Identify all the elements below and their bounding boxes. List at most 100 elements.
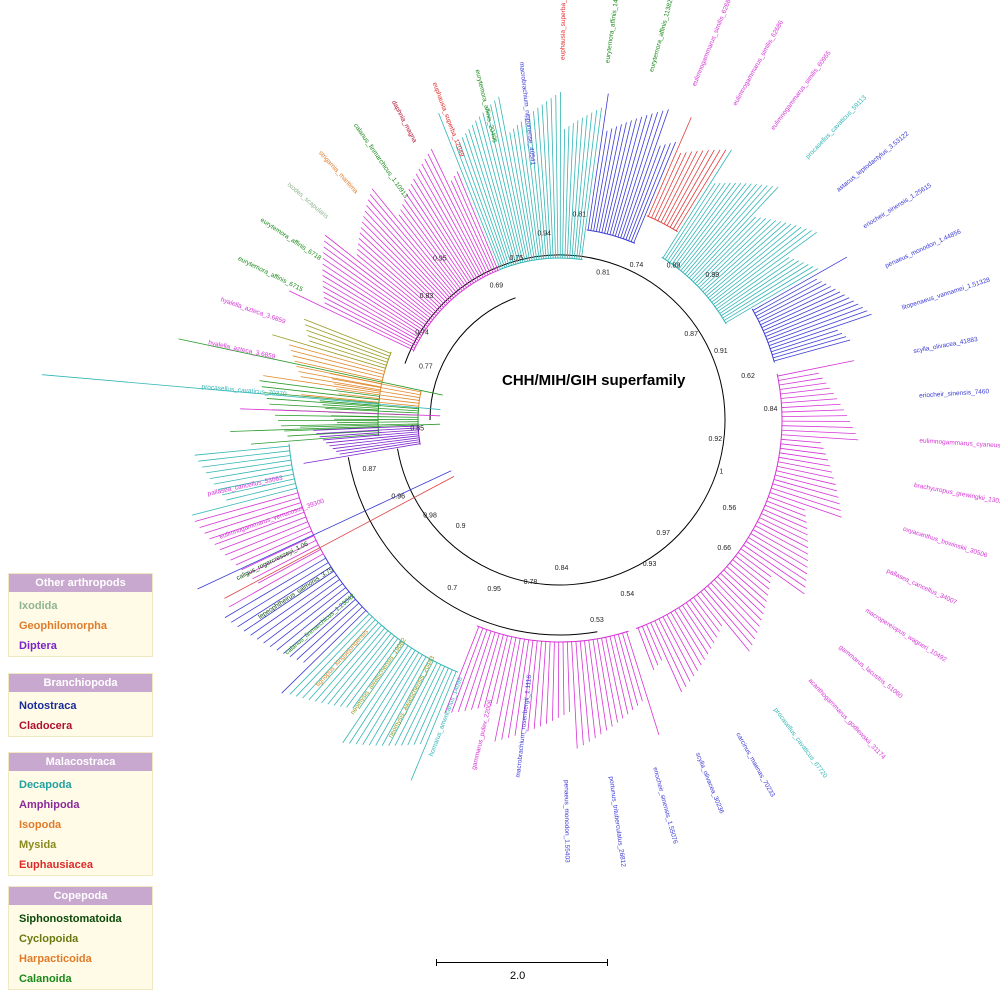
- tree-branch: [498, 96, 531, 261]
- node-support-label: 0.83: [420, 293, 434, 300]
- tree-branch: [388, 660, 434, 746]
- tree-branch: [690, 186, 779, 281]
- node-support-label: 0.95: [433, 255, 447, 262]
- tree-branch: [363, 216, 448, 304]
- tree-branch: [337, 421, 419, 424]
- legend-item-notostraca: Notostraca: [19, 700, 77, 712]
- tree-branch: [509, 132, 533, 261]
- tree-branch: [475, 120, 517, 265]
- leaf-label: strigamia_maritima: [317, 150, 359, 196]
- tree-branch: [263, 583, 343, 644]
- tree-branch: [555, 95, 559, 259]
- node-support-label: 0.56: [723, 505, 737, 512]
- tree-branch: [576, 112, 593, 259]
- tree-branch: [713, 230, 812, 305]
- leaf-label: scylla_olivacea_30236: [694, 752, 725, 816]
- tree-branch: [464, 630, 492, 711]
- tree-branch: [651, 152, 682, 218]
- node-support-label: 1: [719, 468, 723, 475]
- tree-branch: [723, 266, 814, 321]
- leaf-label: eulimnogammarus_cyaneus_58006: [919, 437, 1000, 450]
- tree-branch: [240, 408, 441, 417]
- tree-branch: [513, 128, 535, 261]
- tree-branch: [202, 455, 291, 468]
- tree-branch: [587, 93, 609, 231]
- tree-branch: [361, 221, 446, 306]
- tree-branch: [322, 269, 424, 334]
- tree-branch: [650, 622, 683, 693]
- tree-branch: [714, 231, 817, 307]
- tree-branch: [338, 393, 420, 404]
- node-support-label: 0.7: [447, 585, 457, 592]
- tree-branch: [779, 377, 823, 386]
- tree-branch: [698, 219, 772, 288]
- tree-branch: [406, 194, 470, 287]
- tree-branch: [424, 158, 486, 277]
- tree-branch: [662, 149, 732, 259]
- tree-branch: [633, 141, 676, 243]
- tree-branch: [199, 497, 300, 528]
- tree-branch: [359, 232, 442, 310]
- tree-branch: [358, 238, 441, 312]
- tree-branch: [678, 183, 747, 270]
- tree-branch: [763, 294, 845, 331]
- tree-branch: [369, 194, 457, 297]
- leaf-label: gammarus_pulex_22006: [471, 699, 495, 771]
- tree-branch: [225, 521, 308, 556]
- tree-branch: [769, 310, 868, 346]
- tree-branch: [773, 339, 851, 362]
- tree-branch: [779, 452, 829, 461]
- tree-branch: [305, 324, 390, 357]
- tree-branch: [550, 98, 556, 259]
- tree-branch: [235, 530, 312, 566]
- tree-branch: [609, 116, 643, 235]
- tree-branch: [533, 641, 542, 729]
- tree-branch: [453, 175, 496, 272]
- tree-branch: [569, 120, 579, 259]
- tree-branch: [630, 143, 671, 242]
- tree-branch: [743, 544, 806, 588]
- tree-branch: [319, 400, 419, 410]
- tree-branch: [612, 115, 648, 236]
- tree-branch: [303, 443, 421, 464]
- tree-branch: [669, 182, 726, 263]
- tree-branch: [316, 427, 419, 435]
- tree-branch: [700, 220, 777, 290]
- tree-branch: [713, 579, 760, 627]
- tree-branch: [765, 300, 854, 337]
- tree-branch: [402, 204, 465, 290]
- tree-branch: [770, 313, 872, 350]
- node-support-label: 0.81: [596, 269, 610, 276]
- node-support-label: 0.54: [621, 591, 635, 598]
- tree-branch: [703, 588, 753, 646]
- tree-branch: [725, 268, 819, 324]
- tree-branch: [614, 113, 653, 237]
- clade-arc: [296, 490, 325, 557]
- clade-arc: [751, 308, 775, 363]
- tree-branch: [456, 171, 499, 271]
- tree-branch: [213, 469, 293, 485]
- legend-group-title: Copepoda: [9, 887, 152, 905]
- tree-branch: [302, 619, 376, 699]
- legend-item-mysida: Mysida: [19, 839, 57, 851]
- node-support-label: 0.98: [423, 513, 437, 520]
- tree-branch: [430, 148, 491, 274]
- tree-branch: [243, 570, 335, 632]
- tree-branch: [664, 183, 716, 260]
- tree-branch: [451, 628, 484, 713]
- tree-branch: [546, 101, 554, 259]
- tree-branch: [192, 487, 297, 516]
- tree-branch: [579, 641, 590, 742]
- tree-branch: [349, 647, 412, 744]
- node-support-label: 0.94: [537, 230, 551, 237]
- tree-branch: [772, 332, 843, 356]
- clade-arc: [288, 443, 298, 491]
- legend-item-isopoda: Isopoda: [19, 819, 62, 831]
- tree-branch: [410, 183, 474, 284]
- tree-branch: [360, 227, 444, 308]
- tree-branch: [322, 431, 419, 441]
- tree-branch: [494, 100, 528, 262]
- tree-branch: [410, 671, 457, 781]
- tree-branch: [263, 375, 381, 394]
- tree-branch: [368, 654, 423, 746]
